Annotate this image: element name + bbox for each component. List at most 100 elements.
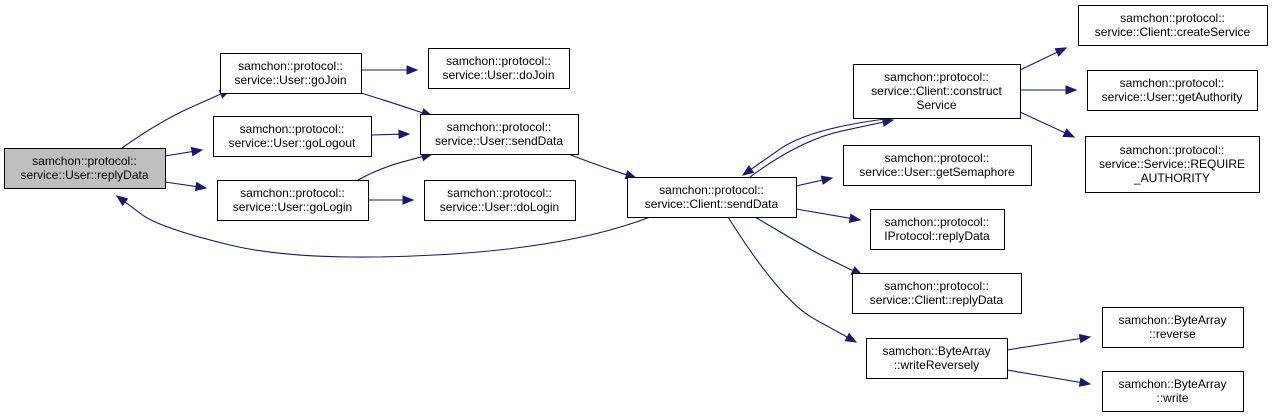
node-user-getauthority[interactable]: samchon::protocol::service::User::getAut… [1087,70,1258,111]
edge-line [1019,51,1059,71]
node-box [1078,5,1268,46]
edge-line [1006,369,1082,384]
node-box [1085,136,1260,193]
node-label-line: service::User::getAuthority [1102,90,1243,104]
node-label-line: service::Service::REQUIRE [1099,157,1245,171]
arrowhead-icon [1078,377,1092,387]
arrowhead-icon [402,195,415,205]
node-label-line: service::Client::replyData [870,293,1004,307]
node-service-require-authority[interactable]: samchon::protocol::service::Service::REQ… [1085,136,1260,193]
node-label-line: service::User::goJoin [234,73,346,87]
node-box [1102,371,1244,412]
node-label-line: samchon::protocol:: [884,279,989,293]
node-user-dologin[interactable]: samchon::protocol::service::User::doLogi… [424,180,576,221]
node-label-line: samchon::protocol:: [1120,143,1225,157]
arrowhead-icon [741,165,755,176]
node-box [420,114,579,155]
edge-line [749,121,885,178]
edge-user-replydata-to-user-gologout [164,147,204,157]
edge-user-replydata-to-user-gologin [164,181,208,192]
node-label-line: ::writeReversely [894,358,979,372]
node-label-line: service::User::goLogout [229,136,356,150]
node-box [424,180,576,221]
node-box [1102,307,1244,348]
node-client-replydata[interactable]: samchon::protocol::service::Client::repl… [852,273,1022,314]
node-label-line: service::User::doJoin [442,68,554,82]
edge-user-gojoin-to-user-dojoin [361,65,419,75]
node-user-gojoin[interactable]: samchon::protocol::service::User::goJoin [220,53,362,94]
node-label-line: samchon::protocol:: [32,154,137,168]
node-box [1087,70,1258,111]
edge-line [370,133,401,136]
arrowhead-icon [1054,47,1068,57]
node-box [4,148,166,189]
node-user-replydata[interactable]: samchon::protocol::service::User::replyD… [4,148,166,189]
edge-line [754,216,855,272]
node-iprotocol-replydata[interactable]: samchon::protocol::IProtocol::replyData [870,209,1005,250]
edge-client-constructservice-to-user-getauthority [1020,85,1078,95]
edge-user-gologout-to-user-senddata [370,129,411,140]
node-label-line: service::User::goLogin [233,200,352,214]
arrowhead-icon [194,181,208,192]
node-box [853,64,1021,119]
node-label-line: samchon::protocol:: [447,186,552,200]
node-label-line: service::Client::construct [871,84,1002,98]
node-client-constructservice[interactable]: samchon::protocol::service::Client::cons… [853,64,1021,119]
node-box [220,53,362,94]
edge-line [123,200,651,258]
node-label-line: samchon::protocol:: [885,151,990,165]
edge-line [357,155,424,181]
arrowhead-icon [844,332,858,343]
edge-client-senddata-to-client-replydata [754,216,864,276]
node-label-line: samchon::protocol:: [659,183,764,197]
node-user-gologin[interactable]: samchon::protocol::service::User::goLogi… [217,180,369,221]
node-bytearray-reverse[interactable]: samchon::ByteArray::reverse [1102,307,1244,348]
node-label-line: ::reverse [1149,327,1196,341]
edge-bytearray-writereversely-to-bytearray-reverse [1006,333,1092,351]
edge-client-constructservice-to-client-senddata [741,117,894,176]
arrowhead-icon [115,195,129,207]
node-label-line: service::User::doLogin [440,200,559,214]
node-user-getsemaphore[interactable]: samchon::protocol::service::User::getSem… [843,145,1032,186]
node-label-line: service::User::sendData [435,134,563,148]
node-label-line: samchon::protocol:: [884,70,989,84]
arrowhead-icon [406,65,419,75]
node-label-line: samchon::ByteArray [1118,313,1226,327]
edge-user-gologin-to-user-dologin [368,195,415,205]
nodes-layer: samchon::protocol::service::User::replyD… [4,5,1268,412]
arrowhead-icon [1065,85,1078,95]
node-label-line: samchon::protocol:: [240,122,345,136]
edge-client-constructservice-to-service-require-authority [1019,111,1076,138]
edge-line [121,93,222,149]
arrowhead-icon [1062,128,1076,138]
edge-line [360,92,424,114]
node-user-gologout[interactable]: samchon::protocol::service::User::goLogo… [213,116,372,157]
node-box [866,338,1008,379]
node-client-createservice[interactable]: samchon::protocol::service::Client::crea… [1078,5,1268,46]
node-label-line: samchon::protocol:: [240,186,345,200]
node-label-line: service::Client::sendData [645,197,779,211]
edge-client-constructservice-to-client-createservice [1019,47,1068,71]
edge-line [164,150,194,157]
node-client-senddata[interactable]: samchon::protocol::service::Client::send… [627,177,797,218]
node-bytearray-writereversely[interactable]: samchon::ByteArray::writeReversely [866,338,1008,379]
arrowhead-icon [848,213,862,223]
node-label-line: samchon::protocol:: [446,54,551,68]
arrowhead-icon [398,129,411,140]
node-user-senddata[interactable]: samchon::protocol::service::User::sendDa… [420,114,579,155]
node-user-dojoin[interactable]: samchon::protocol::service::User::doJoin [428,48,570,89]
node-box [428,48,570,89]
edge-client-senddata-to-user-getsemaphore [795,175,834,187]
edge-bytearray-writereversely-to-bytearray-write [1006,369,1092,387]
edge-user-gojoin-to-user-senddata [360,92,434,118]
edge-client-senddata-to-user-replydata [115,195,651,258]
edge-line [1019,111,1067,134]
node-bytearray-write[interactable]: samchon::ByteArray::write [1102,371,1244,412]
arrowhead-icon [1078,333,1092,344]
node-box [870,209,1005,250]
edge-client-senddata-to-bytearray-writereversely [727,216,858,343]
node-label-line: service::Client::createService [1095,25,1251,39]
node-box [213,116,372,157]
arrowhead-icon [190,147,204,157]
